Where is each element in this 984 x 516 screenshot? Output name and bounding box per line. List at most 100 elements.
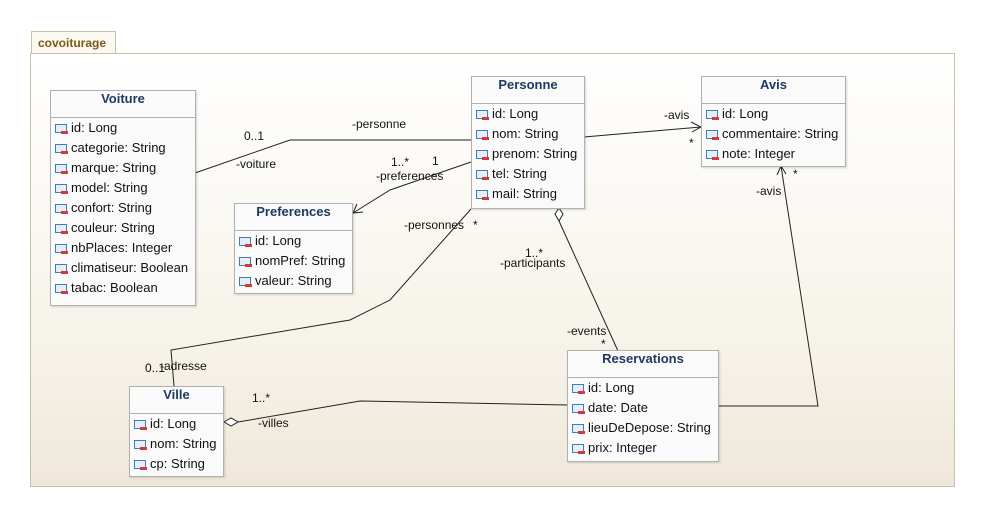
- attribute[interactable]: note: Integer: [702, 146, 845, 166]
- arrow-preferences: [352, 203, 364, 214]
- attribute[interactable]: id: Long: [130, 416, 223, 436]
- assoc-personne-avis[interactable]: [583, 126, 702, 138]
- attribute[interactable]: cp: String: [130, 456, 223, 476]
- attribute[interactable]: confort: String: [51, 200, 195, 220]
- attribute[interactable]: id: Long: [51, 120, 195, 140]
- attribute[interactable]: id: Long: [568, 380, 718, 400]
- attribute[interactable]: commentaire: String: [702, 126, 845, 146]
- mult-adresse: 0..1: [145, 361, 166, 375]
- attribute[interactable]: nbPlaces: Integer: [51, 240, 195, 260]
- attribute-icon: [55, 244, 68, 254]
- attribute[interactable]: prenom: String: [472, 146, 584, 166]
- assoc-ville-reservations[interactable]: [237, 400, 568, 423]
- class-name: Voiture: [51, 91, 195, 118]
- attribute-icon: [55, 164, 68, 174]
- attribute-icon: [476, 190, 489, 200]
- assoc-personne-reservations[interactable]: [558, 220, 619, 352]
- class-voiture[interactable]: Voiture id: Long categorie: String marqu…: [50, 90, 196, 306]
- attribute-label: lieuDeDepose: String: [588, 420, 711, 435]
- attribute-icon: [572, 424, 585, 434]
- attribute-icon: [55, 204, 68, 214]
- attribute-label: nom: String: [492, 126, 559, 141]
- attribute[interactable]: mail: String: [472, 186, 584, 206]
- attribute-icon: [706, 150, 719, 160]
- class-personne[interactable]: Personne id: Long nom: String prenom: St…: [471, 76, 585, 209]
- attribute[interactable]: id: Long: [472, 106, 584, 126]
- attribute-icon: [572, 444, 585, 454]
- attribute-label: categorie: String: [71, 140, 166, 155]
- assoc-reservations-avis[interactable]: [718, 165, 819, 407]
- package-tab[interactable]: covoiturage: [31, 31, 116, 53]
- mult-avis-personne: *: [689, 136, 694, 150]
- attribute[interactable]: nomPref: String: [235, 253, 352, 273]
- class-avis[interactable]: Avis id: Long commentaire: String note: …: [701, 76, 846, 167]
- mult-preferences: 1..*: [391, 155, 410, 169]
- class-ville[interactable]: Ville id: Long nom: String cp: String: [129, 386, 224, 477]
- class-name: Ville: [130, 387, 223, 414]
- attribute[interactable]: marque: String: [51, 160, 195, 180]
- attribute[interactable]: categorie: String: [51, 140, 195, 160]
- class-name: Avis: [702, 77, 845, 104]
- class-preferences[interactable]: Preferences id: Long nomPref: String val…: [234, 203, 353, 294]
- attribute-label: id: Long: [492, 106, 539, 121]
- role-adresse: -adresse: [160, 359, 207, 373]
- attribute-label: id: Long: [255, 233, 302, 248]
- role-voiture: -voiture: [236, 157, 277, 171]
- attribute-icon: [239, 277, 252, 287]
- attribute[interactable]: tel: String: [472, 166, 584, 186]
- attribute[interactable]: prix: Integer: [568, 440, 718, 460]
- mult-participants: 1..*: [525, 246, 544, 260]
- assoc-personne-ville[interactable]: [170, 208, 472, 387]
- attribute-icon: [239, 257, 252, 267]
- attribute-icon: [572, 384, 585, 394]
- role-villes: -villes: [258, 416, 289, 430]
- attribute-icon: [55, 284, 68, 294]
- attribute-icon: [55, 124, 68, 134]
- attribute[interactable]: lieuDeDepose: String: [568, 420, 718, 440]
- class-name: Personne: [472, 77, 584, 104]
- attribute-label: note: Integer: [722, 146, 795, 161]
- attribute-icon: [476, 130, 489, 140]
- attribute-icon: [55, 224, 68, 234]
- attribute-label: nbPlaces: Integer: [71, 240, 173, 255]
- attribute[interactable]: climatiseur: Boolean: [51, 260, 195, 280]
- attribute[interactable]: tabac: Boolean: [51, 280, 195, 300]
- mult-events: *: [601, 337, 606, 351]
- class-name: Preferences: [235, 204, 352, 231]
- attribute[interactable]: nom: String: [130, 436, 223, 456]
- attribute[interactable]: date: Date: [568, 400, 718, 420]
- mult-personne-pref: 1: [432, 154, 439, 168]
- attribute-icon: [476, 110, 489, 120]
- attribute[interactable]: model: String: [51, 180, 195, 200]
- attribute-label: cp: String: [150, 456, 205, 471]
- attribute-label: valeur: String: [255, 273, 332, 288]
- attribute-icon: [476, 150, 489, 160]
- attribute-icon: [134, 460, 147, 470]
- attribute[interactable]: valeur: String: [235, 273, 352, 293]
- mult-personnes: *: [473, 218, 478, 232]
- attribute-icon: [55, 184, 68, 194]
- attribute-icon: [572, 404, 585, 414]
- attribute-icon: [239, 237, 252, 247]
- attribute-icon: [55, 144, 68, 154]
- attribute-label: nom: String: [150, 436, 217, 451]
- attribute-label: climatiseur: Boolean: [71, 260, 189, 275]
- attribute-label: model: String: [71, 180, 148, 195]
- diamond-personne: [554, 207, 564, 223]
- attribute-label: tel: String: [492, 166, 547, 181]
- attribute-label: tabac: Boolean: [71, 280, 158, 295]
- assoc-voiture-personne[interactable]: [194, 139, 471, 174]
- attribute[interactable]: couleur: String: [51, 220, 195, 240]
- role-personnes: -personnes: [404, 218, 465, 232]
- role-avis-personne: -avis: [664, 108, 690, 122]
- attribute[interactable]: id: Long: [702, 106, 845, 126]
- mult-avis-reservations: *: [793, 167, 798, 181]
- assoc-personne-preferences[interactable]: [352, 161, 472, 214]
- attribute-label: id: Long: [150, 416, 197, 431]
- attribute[interactable]: nom: String: [472, 126, 584, 146]
- class-reservations[interactable]: Reservations id: Long date: Date lieuDeD…: [567, 350, 719, 462]
- attribute-icon: [706, 130, 719, 140]
- attribute-label: prix: Integer: [588, 440, 657, 455]
- attribute[interactable]: id: Long: [235, 233, 352, 253]
- attribute-label: commentaire: String: [722, 126, 839, 141]
